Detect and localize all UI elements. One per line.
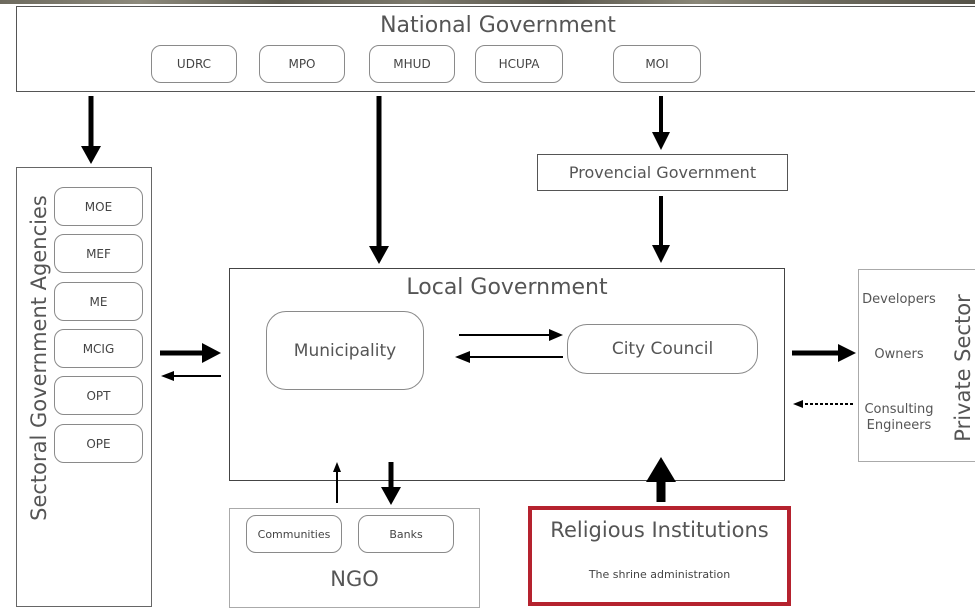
local-government-title: Local Government xyxy=(406,275,608,300)
agency-me: ME xyxy=(54,282,143,321)
private-item-developers: Developers xyxy=(862,292,936,307)
national-government-title: National Government xyxy=(380,13,616,38)
agency-ope: OPE xyxy=(54,424,143,463)
arrow-private-to-local xyxy=(793,400,853,408)
city-council-box: City Council xyxy=(567,324,758,374)
arrow-city-council-to-municipality xyxy=(455,351,563,363)
arrow-local-to-sectoral xyxy=(161,371,221,381)
agency-moe: MOE xyxy=(54,187,143,226)
municipality-box: Municipality xyxy=(266,311,424,390)
arrows-layer xyxy=(81,96,856,505)
arrow-municipality-to-city-council xyxy=(459,329,563,341)
arrow-national-to-local xyxy=(369,96,389,264)
arrow-sectoral-to-local xyxy=(160,343,221,363)
agency-moi: MOI xyxy=(613,45,701,83)
arrow-national-to-provincial xyxy=(652,96,670,150)
agency-opt: OPT xyxy=(54,376,143,415)
private-item-owners: Owners xyxy=(874,347,924,362)
private-item-consulting-engineers: Consulting Engineers xyxy=(864,402,934,433)
agency-hcupa: HCUPA xyxy=(475,45,563,83)
provincial-government-title: Provencial Government xyxy=(568,163,757,182)
arrow-local-to-ngo xyxy=(381,462,401,505)
arrow-national-to-sectoral xyxy=(81,96,101,164)
arrow-ngo-to-local xyxy=(333,462,341,503)
local-government-box: Local Government Municipality City Counc… xyxy=(229,268,785,481)
ngo-title: NGO xyxy=(330,567,379,591)
sectoral-government-box: Sectoral Government Agencies MOE MEF ME … xyxy=(16,167,152,607)
agency-mhud: MHUD xyxy=(369,45,455,83)
agency-mef: MEF xyxy=(54,234,143,273)
agency-mcig: MCIG xyxy=(54,329,143,368)
national-government-box: National Government UDRC MPO MHUD HCUPA … xyxy=(16,6,975,92)
ngo-item-communities: Communities xyxy=(246,515,342,553)
photo-strip xyxy=(0,0,975,4)
arrow-local-to-private xyxy=(792,344,856,362)
agency-udrc: UDRC xyxy=(151,45,237,83)
religious-institutions-box: Religious Institutions The shrine admini… xyxy=(528,506,791,606)
private-sector-box: Developers Owners Consulting Engineers P… xyxy=(858,269,975,462)
arrow-provincial-to-local xyxy=(652,196,670,263)
religious-institutions-subtitle: The shrine administration xyxy=(588,568,731,581)
provincial-government-box: Provencial Government xyxy=(537,154,788,191)
arrow-religious-to-local xyxy=(646,457,676,502)
agency-mpo: MPO xyxy=(259,45,345,83)
religious-institutions-title: Religious Institutions xyxy=(550,518,769,542)
ngo-item-banks: Banks xyxy=(358,515,454,553)
